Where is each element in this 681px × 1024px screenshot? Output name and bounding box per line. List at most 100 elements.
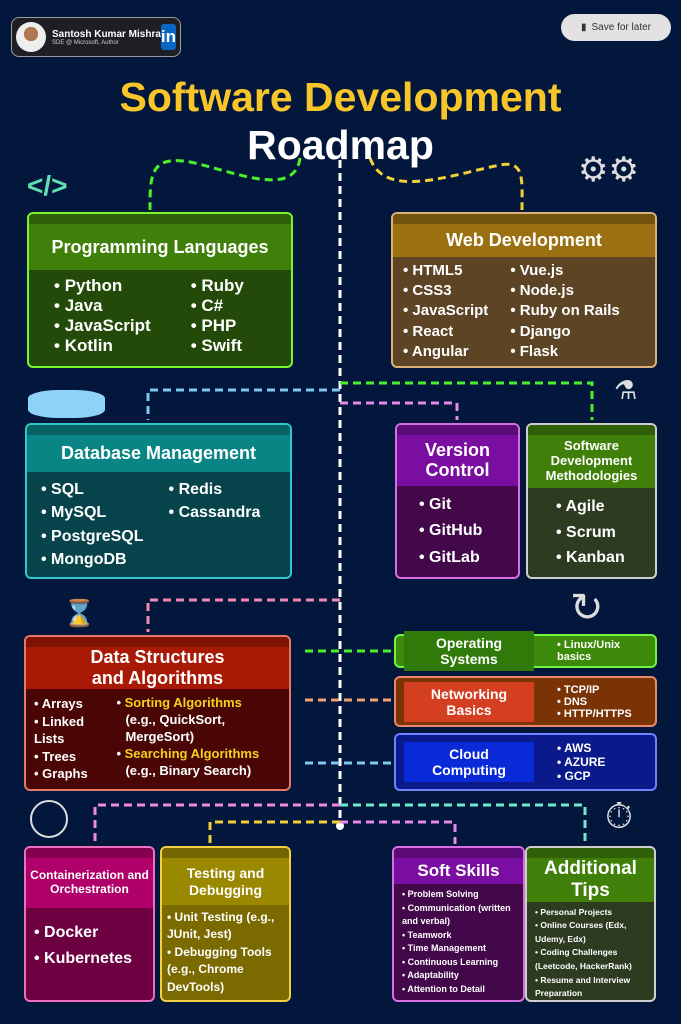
- list-item: HTTP/HTTPS: [557, 708, 647, 720]
- connector-programming: [148, 157, 302, 211]
- list-item: Python: [54, 276, 151, 296]
- list-item: Git: [419, 492, 482, 518]
- version-control-box: Version Control GitGitHubGitLab: [395, 423, 520, 579]
- cycle-icon: ↻: [570, 586, 604, 630]
- list-item: DNS: [557, 696, 647, 708]
- list-item: MySQL: [41, 501, 144, 524]
- box-title: Operating Systems: [404, 631, 534, 671]
- box-title: Soft Skills: [394, 848, 523, 884]
- item-list: Unit Testing (e.g., JUnit, Jest)Debuggin…: [167, 909, 284, 996]
- list-item: GCP: [557, 769, 647, 783]
- title-line1: Software Development: [119, 74, 562, 120]
- box-title: Networking Basics: [404, 681, 534, 722]
- item-list: Problem SolvingCommunication (written an…: [402, 888, 515, 996]
- gears-icon: ⚙⚙: [578, 151, 639, 189]
- database-management-box: Database Management SQLMySQLPostgreSQLMo…: [25, 423, 292, 579]
- operating-systems-box: Operating Systems Linux/Unix basics: [394, 631, 657, 671]
- code-icon: </>: [27, 170, 68, 201]
- list-item: AWS: [557, 741, 647, 755]
- avatar: [16, 22, 46, 52]
- item-list: AgileScrumKanban: [556, 494, 625, 571]
- list-item: Ruby on Rails: [510, 301, 620, 321]
- list-item: Swift: [191, 336, 244, 356]
- box-title: Data Structures and Algorithms: [26, 637, 289, 690]
- connector-testing: [208, 820, 340, 844]
- item-list: Personal ProjectsOnline Courses (Edx, Ud…: [535, 906, 646, 1000]
- list-item: PHP: [191, 316, 244, 336]
- list-item: C#: [191, 296, 244, 316]
- list-item: Redis: [169, 478, 261, 501]
- item-list: GitGitHubGitLab: [419, 492, 482, 571]
- stopwatch-icon: ⏱: [605, 795, 634, 836]
- list-item: Kanban: [556, 545, 625, 571]
- list-item: Kubernetes: [34, 946, 132, 972]
- dsa-box: Data Structures and Algorithms ArraysLin…: [24, 635, 291, 791]
- list-item: Online Courses (Edx, Udemy, Edx): [535, 919, 646, 946]
- connector-containers: [93, 803, 340, 844]
- item-list: ArraysLinked ListsTreesGraphs: [34, 695, 110, 783]
- soft-skills-box: Soft Skills Problem SolvingCommunication…: [392, 846, 525, 1002]
- database-icon: [28, 390, 105, 418]
- item-list: TCP/IPDNSHTTP/HTTPS: [557, 684, 647, 720]
- box-title: Testing and Debugging: [162, 848, 289, 906]
- box-title: Additional Tips: [527, 848, 654, 902]
- list-item: Flask: [510, 342, 619, 362]
- connector-methodologies: [340, 381, 594, 420]
- item-list: HTML5CSS3JavaScriptReactAngular: [403, 261, 488, 362]
- list-item: Kotlin: [54, 336, 151, 356]
- list-item: MongoDB: [41, 548, 144, 571]
- list-item: Debugging Tools (e.g., Chrome DevTools): [167, 944, 284, 996]
- list-item: CSS3: [403, 281, 488, 301]
- item-list: PythonJavaJavaScriptKotlin: [54, 276, 151, 360]
- save-for-later-button[interactable]: ▮ Save for later: [561, 14, 671, 41]
- box-title: Containerization and Orchestration: [26, 848, 153, 908]
- containerization-box: Containerization and Orchestration Docke…: [24, 846, 155, 1002]
- connector-database: [146, 388, 340, 420]
- item-list: Vue.jsNode.jsRuby on RailsDjangoFlask: [510, 261, 620, 362]
- list-item: Time Management: [402, 942, 515, 956]
- list-item: SQL: [41, 478, 144, 501]
- box-title: Database Management: [27, 425, 290, 473]
- list-item: Attention to Detail: [402, 983, 515, 997]
- box-title: Software Development Methodologies: [528, 425, 655, 489]
- testing-box: Testing and Debugging Unit Testing (e.g.…: [160, 846, 291, 1002]
- hourglass-icon: ⌛: [63, 598, 96, 628]
- connector-dsa: [146, 598, 340, 632]
- list-item: Linked Lists: [34, 713, 110, 748]
- box-title: Web Development: [393, 214, 655, 257]
- algorithm-item: Sorting Algorithms(e.g., QuickSort, Merg…: [116, 695, 281, 746]
- connector-soft: [340, 820, 457, 844]
- circle-icon: [30, 800, 68, 838]
- flask-icon: ⚗: [614, 375, 638, 405]
- list-item: Adaptability: [402, 969, 515, 983]
- list-item: Node.js: [510, 281, 619, 301]
- list-item: Problem Solving: [402, 888, 515, 902]
- list-item: Django: [510, 322, 619, 342]
- list-item: GitHub: [419, 518, 482, 544]
- save-label: Save for later: [591, 22, 651, 33]
- connector-vcs: [340, 401, 459, 420]
- box-title: Version Control: [397, 425, 518, 486]
- list-item: Personal Projects: [535, 906, 646, 920]
- item-list: AWSAZUREGCP: [557, 741, 647, 783]
- list-item: Resume and Interview Preparation: [535, 974, 646, 1000]
- bookmark-icon: ▮: [581, 22, 587, 33]
- algorithm-item: Searching Algorithms(e.g., Binary Search…: [116, 746, 281, 780]
- box-title: Cloud Computing: [404, 742, 534, 782]
- algorithm-name: Searching Algorithms: [124, 745, 260, 761]
- list-item: Coding Challenges (Leetcode, HackerRank): [535, 946, 646, 973]
- list-item: JavaScript: [54, 316, 151, 336]
- list-item: JavaScript: [403, 301, 488, 321]
- list-item: Graphs: [34, 765, 110, 783]
- author-card[interactable]: Santosh Kumar Mishra SDE @ Microsoft, Au…: [11, 17, 181, 57]
- item-list: RedisCassandra: [169, 478, 261, 571]
- list-item: Agile: [556, 494, 625, 520]
- list-item: TCP/IP: [557, 684, 647, 696]
- linkedin-icon[interactable]: in: [160, 24, 177, 50]
- list-item: AZURE: [557, 755, 647, 769]
- author-name: Santosh Kumar Mishra: [52, 28, 161, 40]
- networking-box: Networking Basics TCP/IPDNSHTTP/HTTPS: [394, 676, 657, 727]
- list-item: Vue.js: [510, 261, 619, 281]
- box-title: Programming Languages: [29, 214, 291, 270]
